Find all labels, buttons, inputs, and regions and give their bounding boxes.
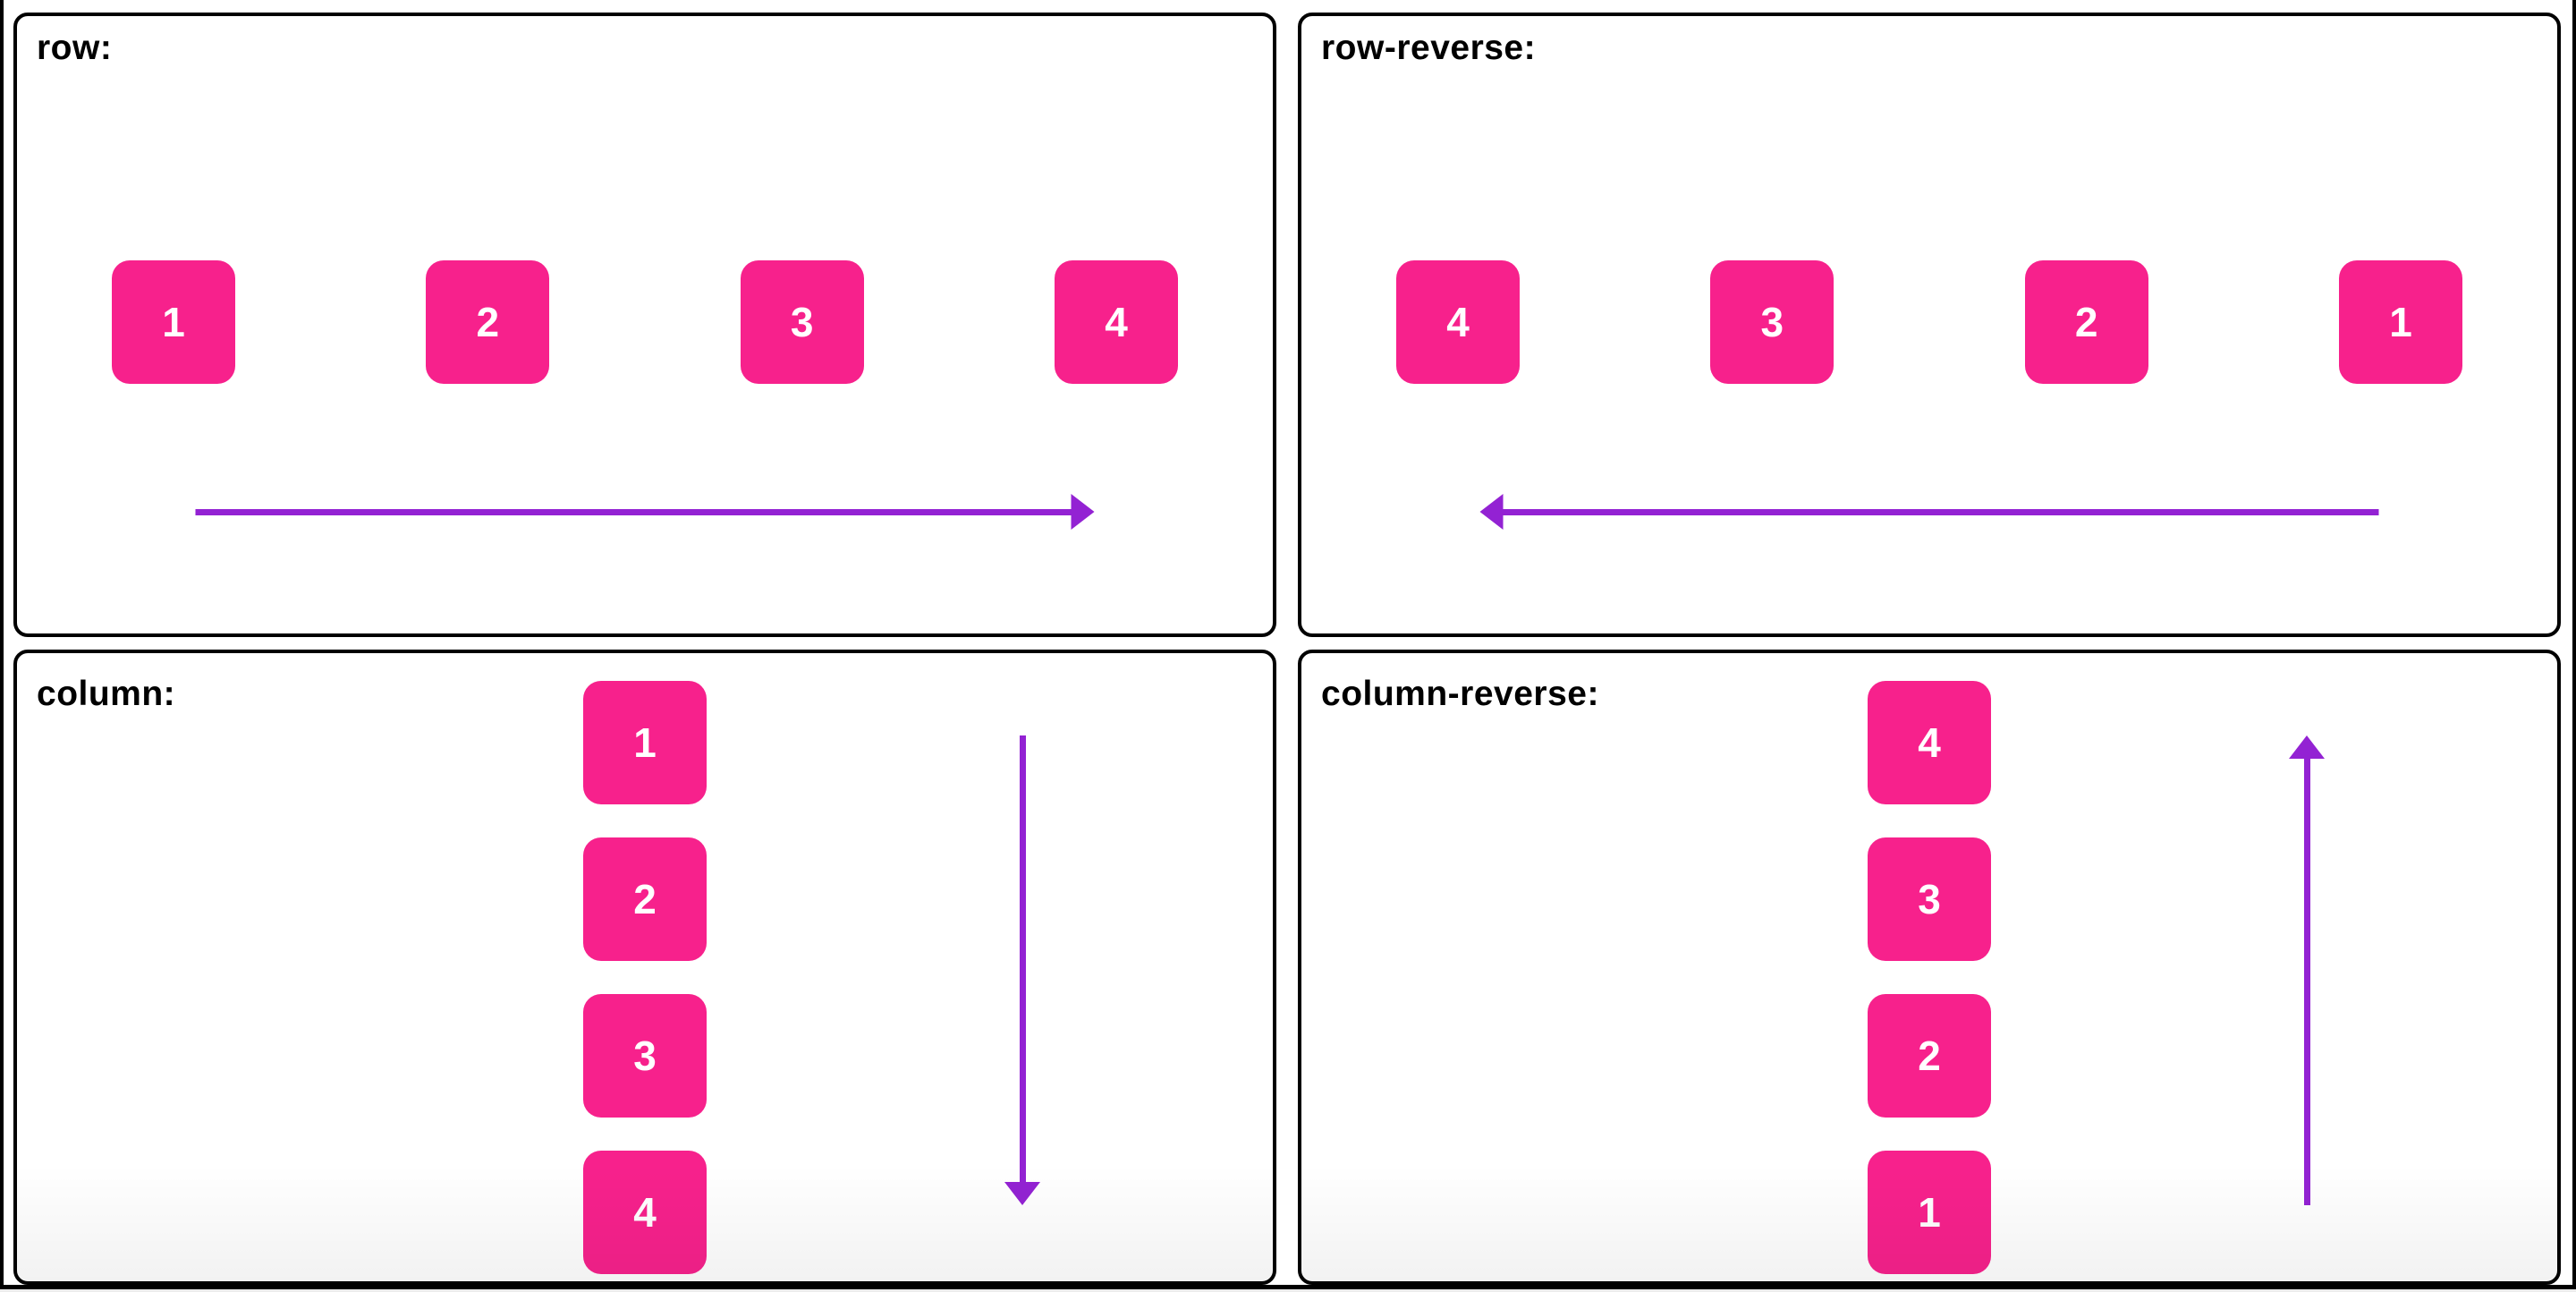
panel-column: column: 1 2 3 4 bbox=[13, 650, 1276, 1285]
arrow-shaft bbox=[1019, 735, 1026, 1182]
panel-label: column: bbox=[37, 675, 176, 713]
flex-item: 2 bbox=[2024, 260, 2148, 384]
flex-item: 1 bbox=[1868, 1151, 1991, 1274]
arrow-head-down-icon bbox=[1004, 1182, 1040, 1205]
flex-items-row: 1 2 3 4 bbox=[112, 260, 1178, 384]
panel-label: column-reverse: bbox=[1321, 675, 1599, 713]
flex-item: 1 bbox=[112, 260, 235, 384]
flex-items-column: 1 2 3 4 bbox=[583, 681, 707, 1274]
arrow-shaft bbox=[2303, 759, 2310, 1205]
flex-item: 3 bbox=[1868, 837, 1991, 961]
flex-item: 4 bbox=[583, 1151, 707, 1274]
panel-column-reverse: column-reverse: 4 3 2 1 bbox=[1298, 650, 2561, 1285]
direction-arrow-left bbox=[1479, 494, 2379, 530]
flex-item: 2 bbox=[426, 260, 550, 384]
flex-item: 1 bbox=[583, 681, 707, 804]
direction-arrow-right bbox=[195, 494, 1095, 530]
arrow-head-right-icon bbox=[1071, 494, 1095, 530]
flex-item: 4 bbox=[1396, 260, 1520, 384]
flex-item: 3 bbox=[1710, 260, 1835, 384]
flex-items-column: 4 3 2 1 bbox=[1868, 681, 1991, 1274]
panel-label: row-reverse: bbox=[1321, 29, 1537, 67]
flex-item: 4 bbox=[1868, 681, 1991, 804]
flex-items-row: 4 3 2 1 bbox=[1396, 260, 2462, 384]
flex-item: 2 bbox=[583, 837, 707, 961]
panel-row: row: 1 2 3 4 bbox=[13, 13, 1276, 637]
arrow-shaft bbox=[1503, 508, 2379, 515]
flex-item: 4 bbox=[1054, 260, 1178, 384]
panel-label: row: bbox=[37, 29, 113, 67]
direction-arrow-down bbox=[1004, 735, 1040, 1205]
arrow-shaft bbox=[195, 508, 1072, 515]
flex-item: 3 bbox=[740, 260, 864, 384]
panel-row-reverse: row-reverse: 4 3 2 1 bbox=[1298, 13, 2561, 637]
direction-arrow-up bbox=[2289, 735, 2325, 1205]
flex-item: 2 bbox=[1868, 994, 1991, 1118]
arrow-head-up-icon bbox=[2289, 735, 2325, 759]
flex-item: 3 bbox=[583, 994, 707, 1118]
arrow-head-left-icon bbox=[1479, 494, 1504, 530]
flex-item: 1 bbox=[2338, 260, 2462, 384]
